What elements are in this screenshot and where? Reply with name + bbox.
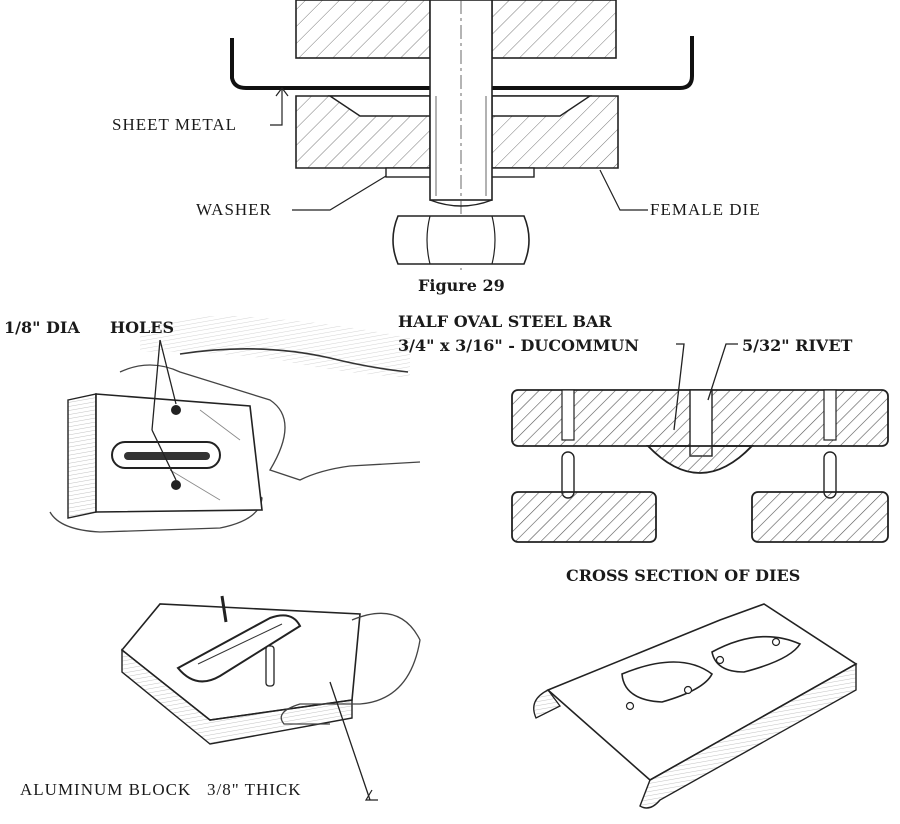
bolt: [429, 0, 493, 270]
label-rivet: 5/32" RIVET: [742, 336, 853, 355]
die-assembly-drawing: [230, 0, 694, 270]
upper-die-section: [511, 389, 889, 474]
label-washer: WASHER: [196, 200, 272, 219]
label-half-oval-bar: HALF OVAL STEEL BAR: [398, 312, 612, 331]
label-holes: HOLES: [110, 318, 175, 337]
lower-die-section: [511, 491, 889, 543]
block-pin: [265, 645, 275, 687]
label-sheet-metal: SHEET METAL: [112, 115, 238, 134]
hex-nut: [392, 215, 530, 265]
cross-section-drawing: [511, 343, 889, 543]
hand-held-die-drawing: [49, 315, 421, 533]
label-female-die: FEMALE DIE: [650, 200, 761, 219]
label-aluminum-block: ALUMINUM BLOCK 3/8" THICK: [20, 780, 302, 799]
label-bar-size: 3/4" x 3/16" - DUCOMMUN: [398, 336, 639, 355]
hole-marker-1: [171, 405, 181, 415]
aluminum-block-drawing: [120, 595, 421, 801]
formed-part-drawing: [533, 603, 858, 809]
cross-section-caption: CROSS SECTION OF DIES: [566, 566, 801, 585]
hole-marker-2: [171, 480, 181, 490]
die-block: [67, 393, 263, 519]
label-dia: 1/8" DIA: [4, 318, 80, 337]
figure-caption: Figure 29: [418, 276, 505, 295]
